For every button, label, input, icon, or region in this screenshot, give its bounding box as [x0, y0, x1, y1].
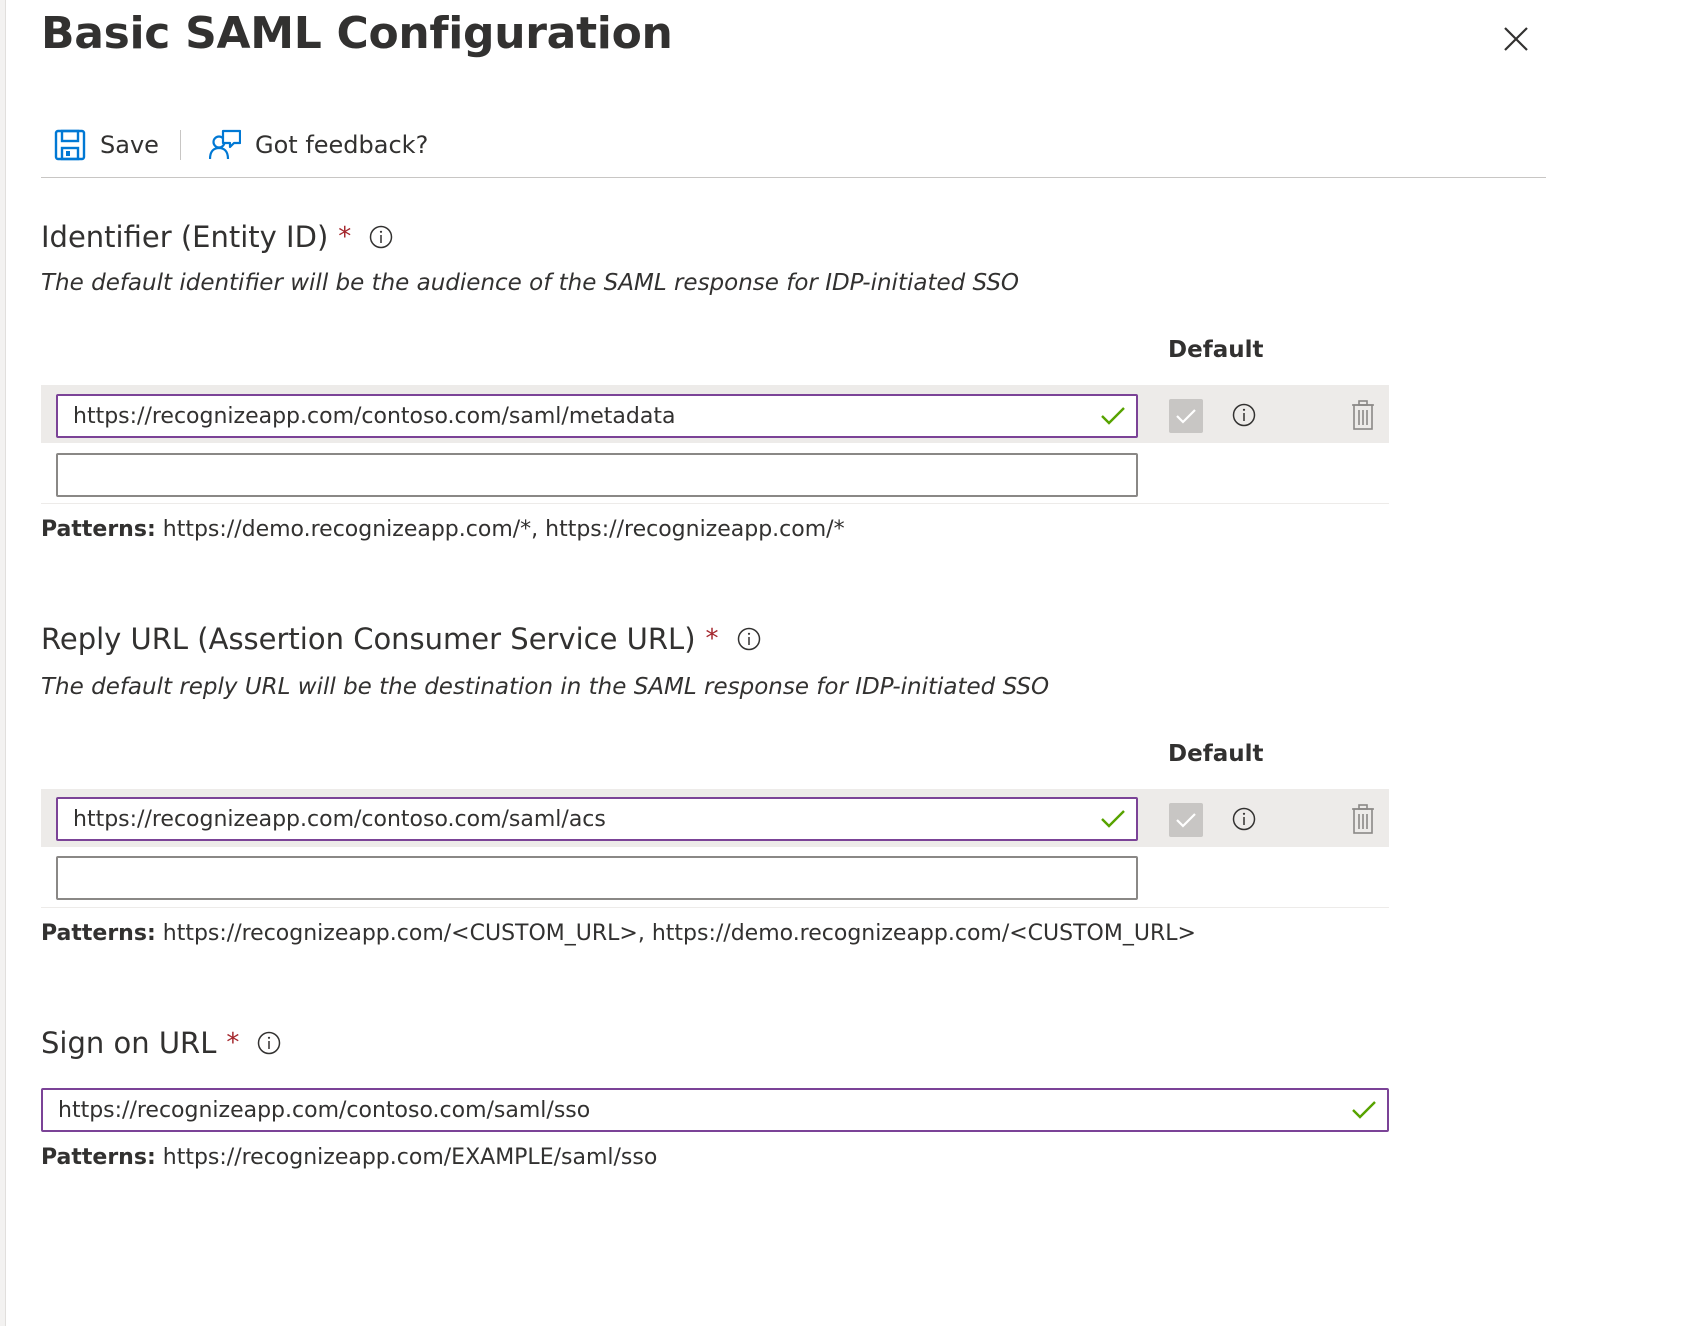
feedback-button[interactable]: Got feedback?	[209, 120, 428, 170]
save-label: Save	[100, 131, 159, 159]
feedback-icon	[209, 129, 241, 160]
identifier-description: The default identifier will be the audie…	[41, 270, 1020, 296]
close-icon	[1504, 27, 1528, 51]
patterns-value: https://recognizeapp.com/<CUSTOM_URL>, h…	[162, 921, 1196, 946]
info-icon	[737, 627, 760, 651]
valid-check-icon	[1100, 406, 1126, 426]
reply-url-info-button[interactable]	[737, 627, 761, 651]
left-edge-strip	[0, 0, 6, 1326]
close-button[interactable]	[1499, 22, 1533, 56]
sign-on-url-input[interactable]: https://recognizeapp.com/contoso.com/sam…	[41, 1088, 1389, 1132]
info-icon	[1232, 807, 1256, 831]
patterns-value: https://recognizeapp.com/EXAMPLE/saml/ss…	[162, 1145, 658, 1170]
reply-url-input-value: https://recognizeapp.com/contoso.com/sam…	[73, 806, 606, 832]
reply-url-input[interactable]: https://recognizeapp.com/contoso.com/sam…	[56, 797, 1138, 841]
identifier-input[interactable]: https://recognizeapp.com/contoso.com/sam…	[56, 394, 1138, 438]
save-button[interactable]: Save	[54, 120, 159, 170]
reply-url-new-input[interactable]	[56, 856, 1138, 900]
required-marker: *	[338, 222, 352, 252]
info-icon	[1232, 403, 1256, 427]
saml-config-panel: Basic SAML Configuration Save Got feedba…	[41, 0, 1546, 1326]
patterns-label: Patterns:	[41, 1145, 156, 1170]
reply-url-row-info-button[interactable]	[1232, 807, 1256, 831]
identifier-default-header: Default	[1168, 337, 1264, 363]
required-marker: *	[226, 1028, 240, 1058]
check-icon	[1176, 813, 1196, 828]
save-icon	[54, 129, 86, 161]
reply-url-title-text: Reply URL (Assertion Consumer Service UR…	[41, 622, 696, 656]
page-title: Basic SAML Configuration	[41, 8, 673, 59]
identifier-title-text: Identifier (Entity ID)	[41, 220, 329, 254]
info-icon	[258, 1031, 281, 1055]
sign-on-url-title-text: Sign on URL	[41, 1026, 217, 1060]
valid-check-icon	[1100, 809, 1126, 829]
identifier-new-input[interactable]	[56, 453, 1138, 497]
toolbar-separator	[180, 130, 181, 160]
identifier-default-checkbox[interactable]	[1169, 399, 1203, 433]
sign-on-url-title: Sign on URL *	[41, 1026, 281, 1060]
sign-on-url-patterns: Patterns: https://recognizeapp.com/EXAMP…	[41, 1145, 657, 1170]
reply-url-divider	[41, 907, 1389, 908]
check-icon	[1176, 409, 1196, 424]
reply-url-default-header: Default	[1168, 741, 1264, 767]
trash-icon	[1352, 400, 1374, 430]
identifier-patterns: Patterns: https://demo.recognizeapp.com/…	[41, 517, 845, 542]
reply-url-title: Reply URL (Assertion Consumer Service UR…	[41, 622, 761, 656]
identifier-delete-button[interactable]	[1351, 400, 1375, 430]
identifier-input-value: https://recognizeapp.com/contoso.com/sam…	[73, 403, 676, 429]
command-bar: Save Got feedback?	[41, 120, 1546, 178]
patterns-label: Patterns:	[41, 517, 156, 542]
identifier-info-button[interactable]	[369, 225, 393, 249]
identifier-divider	[41, 503, 1389, 504]
reply-url-patterns: Patterns: https://recognizeapp.com/<CUST…	[41, 921, 1196, 946]
info-icon	[370, 225, 393, 249]
trash-icon	[1352, 804, 1374, 834]
reply-url-delete-button[interactable]	[1351, 804, 1375, 834]
required-marker: *	[705, 624, 719, 654]
reply-url-default-checkbox[interactable]	[1169, 803, 1203, 837]
patterns-value: https://demo.recognizeapp.com/*, https:/…	[162, 517, 845, 542]
feedback-label: Got feedback?	[255, 131, 429, 159]
valid-check-icon	[1351, 1100, 1377, 1120]
patterns-label: Patterns:	[41, 921, 156, 946]
sign-on-url-input-value: https://recognizeapp.com/contoso.com/sam…	[58, 1097, 591, 1123]
reply-url-description: The default reply URL will be the destin…	[41, 674, 1050, 700]
identifier-title: Identifier (Entity ID) *	[41, 220, 393, 254]
identifier-row-info-button[interactable]	[1232, 403, 1256, 427]
toolbar-divider	[41, 177, 1546, 178]
sign-on-url-info-button[interactable]	[257, 1031, 281, 1055]
